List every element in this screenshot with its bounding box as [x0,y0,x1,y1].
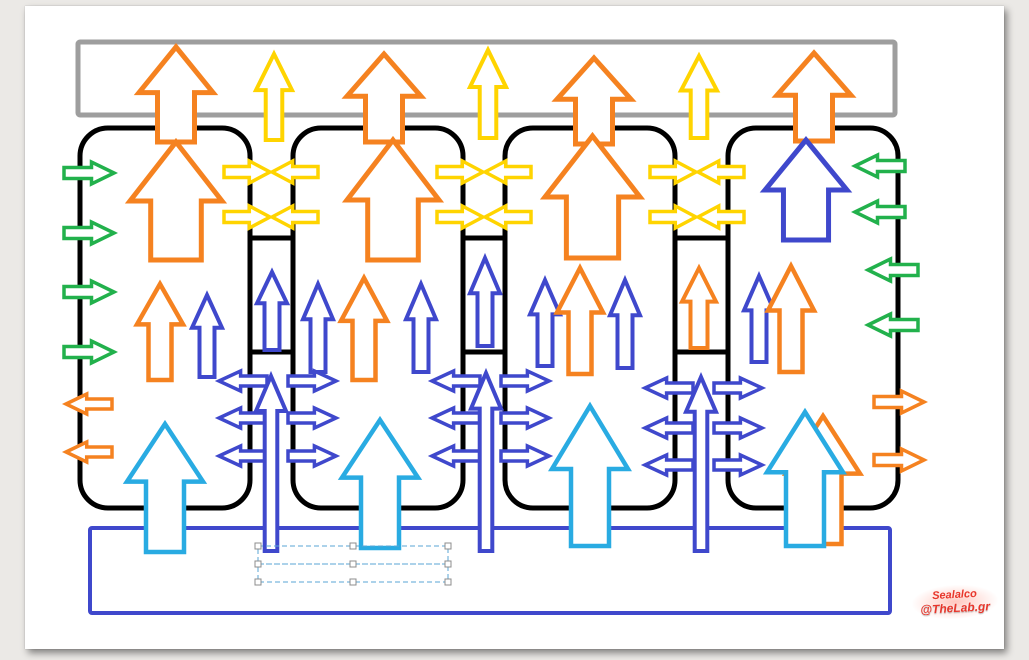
cyan-up-arrow[interactable] [548,401,632,549]
blue-up-arrow[interactable] [402,278,440,374]
blue-up-arrow[interactable] [466,252,504,348]
blue-up-arrow[interactable] [188,290,226,379]
green-left-arrow[interactable] [851,198,907,226]
selection-handle[interactable] [444,542,452,550]
selection-handle[interactable] [254,542,262,550]
green-right-arrow[interactable] [62,219,118,247]
cyan-up-arrow[interactable] [762,407,848,549]
blue-right-arrow[interactable] [286,443,341,469]
blue-up-arrow[interactable] [682,371,720,553]
blue-up-arrow[interactable] [467,367,505,553]
yellow-right-arrow[interactable] [648,203,700,231]
selection-handle[interactable] [349,578,357,586]
green-right-arrow[interactable] [62,338,118,366]
yellow-right-arrow[interactable] [435,203,487,231]
orange-up-arrow[interactable] [678,263,720,350]
selection-handle[interactable] [254,560,262,568]
watermark-line2: @TheLab.gr [919,598,991,617]
orange-up-arrow[interactable] [771,49,857,144]
yellow-left-arrow[interactable] [694,203,746,231]
selection-handle[interactable] [444,578,452,586]
orange-left-arrow[interactable] [61,391,114,417]
green-right-arrow[interactable] [62,278,118,306]
yellow-left-arrow[interactable] [268,203,320,231]
cyan-up-arrow[interactable] [337,415,423,551]
yellow-left-arrow[interactable] [481,203,533,231]
yellow-left-arrow[interactable] [268,158,320,186]
blue-right-arrow[interactable] [499,368,554,394]
orange-right-arrow[interactable] [872,388,928,416]
blue-right-arrow[interactable] [286,368,341,394]
blue-right-arrow[interactable] [712,452,767,478]
blue-left-arrow[interactable] [640,375,695,401]
blue-up-arrow[interactable] [252,370,290,553]
blue-right-arrow[interactable] [712,415,767,441]
cyan-up-arrow[interactable] [122,419,208,555]
blue-right-arrow[interactable] [286,405,341,431]
selection-handle[interactable] [349,542,357,550]
selection-handle[interactable] [444,560,452,568]
yellow-left-arrow[interactable] [694,158,746,186]
yellow-right-arrow[interactable] [435,158,487,186]
yellow-up-arrow[interactable] [466,45,510,140]
yellow-up-arrow[interactable] [252,49,296,142]
blue-up-arrow[interactable] [253,267,291,352]
green-left-arrow[interactable] [864,256,920,284]
orange-up-arrow[interactable] [764,261,818,375]
orange-up-arrow[interactable] [539,131,646,261]
blue-right-arrow[interactable] [499,405,554,431]
selection-handle[interactable] [254,578,262,586]
orange-up-arrow[interactable] [553,263,607,377]
yellow-right-arrow[interactable] [222,203,274,231]
orange-left-arrow[interactable] [61,439,114,465]
yellow-right-arrow[interactable] [222,158,274,186]
green-right-arrow[interactable] [62,159,118,187]
blue-up-arrow[interactable] [759,136,853,243]
blue-right-arrow[interactable] [499,443,554,469]
orange-up-arrow[interactable] [341,50,427,145]
orange-up-arrow[interactable] [124,137,228,263]
yellow-right-arrow[interactable] [648,158,700,186]
orange-right-arrow[interactable] [872,446,928,474]
blue-up-arrow[interactable] [606,274,644,370]
orange-up-arrow[interactable] [341,135,445,263]
orange-up-arrow[interactable] [133,279,187,383]
yellow-up-arrow[interactable] [677,51,721,140]
orange-up-arrow[interactable] [337,273,391,383]
green-left-arrow[interactable] [851,152,907,180]
selection-handle[interactable] [349,560,357,568]
yellow-left-arrow[interactable] [481,158,533,186]
blue-left-arrow[interactable] [427,368,482,394]
green-left-arrow[interactable] [864,311,920,339]
blue-right-arrow[interactable] [712,375,767,401]
